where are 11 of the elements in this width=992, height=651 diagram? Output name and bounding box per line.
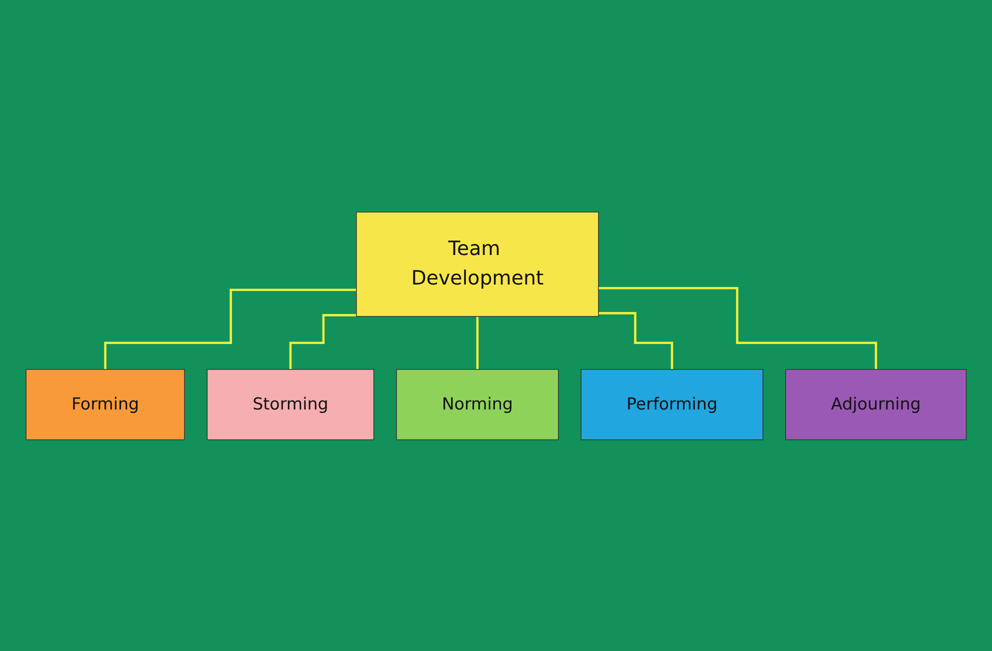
connector-line	[598, 286, 877, 370]
connector-line	[104, 288, 356, 370]
sticky-note: Forming	[26, 368, 185, 440]
connector-line	[476, 314, 478, 370]
sticky-note: Storming	[206, 368, 374, 440]
sticky-note: Norming	[396, 368, 559, 440]
connector-line	[598, 312, 673, 370]
sticky-note: Performing	[580, 368, 764, 440]
sticky-note: Adjourning	[785, 368, 966, 440]
connector-line	[289, 314, 356, 370]
sticky-note: Team Development	[356, 211, 599, 316]
